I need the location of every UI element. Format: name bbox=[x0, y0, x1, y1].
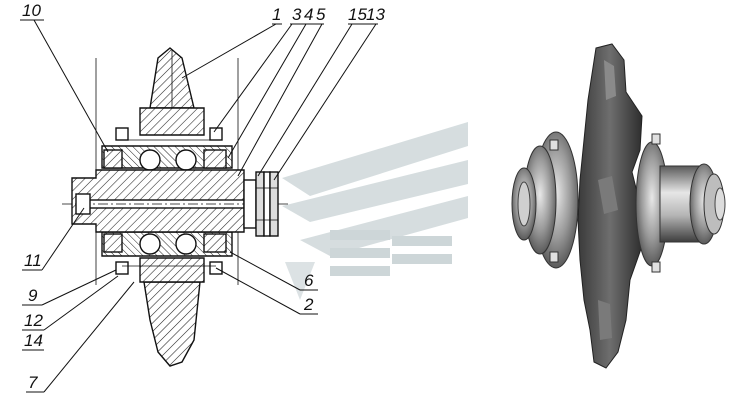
callout-6: 6 bbox=[304, 271, 314, 290]
sprocket-tooth-bottom bbox=[143, 281, 201, 367]
callout-11: 11 bbox=[24, 251, 42, 270]
section-drawing bbox=[62, 47, 290, 367]
callout-labels: 1 3 4 5 15 13 10 11 9 12 14 7 6 2 bbox=[22, 1, 385, 392]
callout-10: 10 bbox=[22, 1, 41, 20]
callout-15: 15 bbox=[348, 5, 367, 24]
callout-12: 12 bbox=[24, 311, 43, 330]
assembly-photo bbox=[511, 43, 726, 369]
callout-13: 13 bbox=[366, 5, 385, 24]
callout-7: 7 bbox=[28, 373, 38, 392]
leader-lines bbox=[20, 19, 378, 393]
callout-3: 3 bbox=[292, 5, 302, 24]
callout-2: 2 bbox=[303, 295, 314, 314]
callout-4: 4 bbox=[304, 5, 313, 24]
callout-5: 5 bbox=[316, 5, 326, 24]
watermark-logo bbox=[282, 122, 468, 300]
callout-1: 1 bbox=[272, 5, 281, 24]
lock-nut-pack bbox=[255, 171, 279, 237]
callout-9: 9 bbox=[28, 286, 38, 305]
callout-14: 14 bbox=[24, 331, 43, 350]
